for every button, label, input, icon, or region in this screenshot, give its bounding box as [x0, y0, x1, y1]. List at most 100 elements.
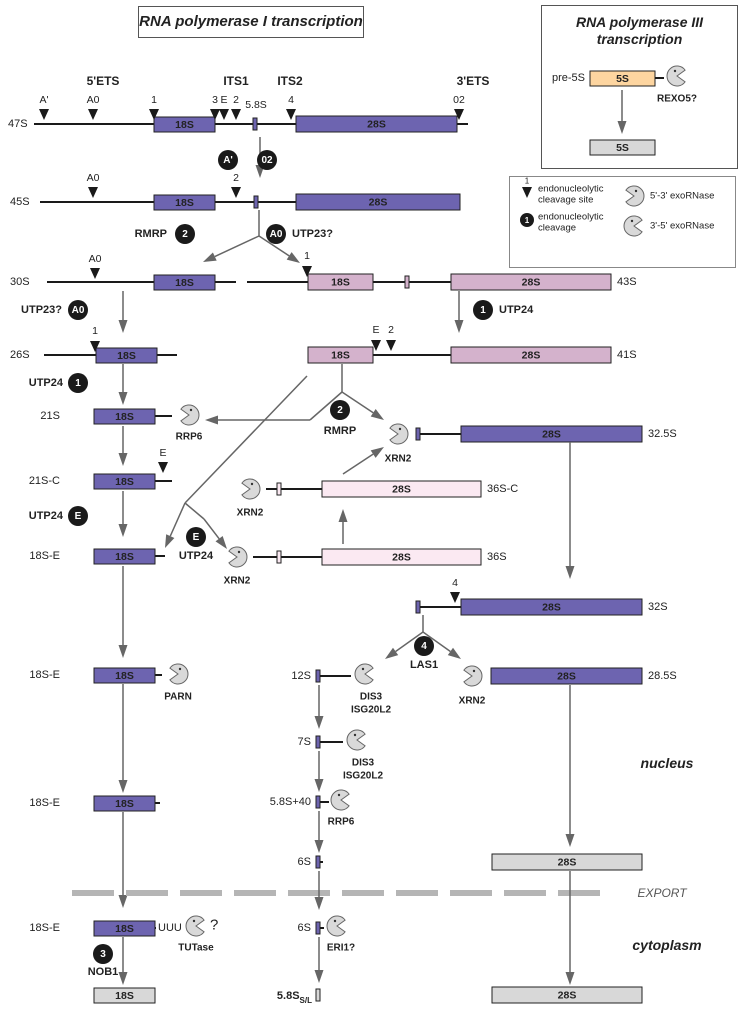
18se-18s-box-3: [93, 795, 156, 812]
label-species-s7-55: 7S: [298, 736, 311, 748]
26s-18s-box: [95, 347, 158, 364]
legend-exo53-eye: [634, 189, 638, 193]
30s-18s-box: [153, 274, 216, 291]
badge-1-41s: [473, 300, 493, 320]
28s-nucleus-box: [491, 853, 643, 871]
badge-e-18se-label: E: [75, 511, 82, 522]
legend-exo35: [623, 215, 643, 237]
label-sites-sE-9: E: [220, 94, 227, 106]
41s-28s-box: [450, 346, 612, 364]
label-sites-s2-10: 2: [233, 94, 239, 106]
45s-18s-box-label: 18S: [175, 197, 194, 209]
label-enzymes-utp24-24: UTP24: [499, 304, 534, 316]
label-species-s45-14: 45S: [10, 196, 30, 208]
dis3-exo-12s-eye: [361, 667, 365, 671]
325s-28s-box: [460, 425, 643, 443]
rrp6-exo-58s-eye: [337, 793, 341, 797]
dis3-exo-12s: [354, 663, 374, 685]
parn-exo: [169, 663, 189, 685]
43s-5-8s: [404, 275, 410, 289]
label-enzymes-rmrp-17: RMRP: [135, 228, 167, 240]
label-species-s18E-64: 18S-E: [29, 922, 60, 934]
badge-a0-26s-label: A0: [72, 305, 85, 316]
21s-18s-box-label: 18S: [115, 411, 134, 423]
arrow-285s-28s-head: [565, 834, 575, 847]
tutase-exo: [185, 915, 205, 937]
21sc-e-marker: [158, 462, 168, 473]
285s-28s-box-label: 28S: [557, 671, 576, 683]
arrow-21s-21sc-head: [118, 453, 128, 466]
label-enzymes-utp24-30: UTP24: [29, 377, 64, 389]
arrow-6s-cyto-head: [314, 897, 324, 910]
diag-41s-to-36s: [184, 375, 308, 504]
45s-2-marker: [231, 187, 241, 198]
label-species-s6-68: 6S: [298, 922, 311, 934]
45s-28s-box: [295, 193, 461, 211]
legend-exo35-eye: [630, 219, 634, 223]
final-5s-box-label: 5S: [616, 142, 629, 154]
label-legend-endo_site_2-77: cleavage site: [538, 195, 593, 206]
label-sites-s02-12: 02: [453, 94, 465, 106]
47s-site-marker-2: [149, 109, 159, 120]
arrow-split-18se-head: [165, 534, 175, 548]
18se-18s-box-2: [93, 667, 156, 684]
47s-site-marker-6: [286, 109, 296, 120]
21sc-18s-box: [93, 473, 156, 490]
18se-18s-box-3-label: 18S: [115, 798, 134, 810]
label-species-uuu-65: UUU: [158, 922, 182, 934]
47s-18s-box-label: 18S: [175, 119, 194, 131]
badge-a0-26s: [68, 300, 88, 320]
36sc-5-8s: [276, 482, 282, 496]
arrow-18se-parn-head: [118, 645, 128, 658]
325s-5-8s: [415, 427, 421, 441]
final-5-8s: [315, 988, 321, 1002]
36s-28s-box-label: 28S: [392, 552, 411, 564]
label-species-s18E-48: 18S-E: [29, 669, 60, 681]
xrn2-exo-36s-eye: [237, 550, 241, 554]
arrow-58s40-6s-head: [314, 840, 324, 853]
xrn2-exo-36s: [228, 546, 248, 568]
label-regions-export-63: EXPORT: [637, 886, 688, 900]
rrp6-exo-21s-eye: [189, 408, 193, 412]
badge-4: [414, 636, 434, 656]
label-species-s21-32: 21S: [40, 410, 60, 422]
arrow-30s-26s-head: [118, 320, 128, 333]
final-18s-box-label: 18S: [115, 990, 134, 1002]
dis3-exo-7s-eye: [353, 733, 357, 737]
label-regions-its1-1: ITS1: [223, 74, 249, 88]
32s-28s-box: [460, 598, 643, 616]
47s-site-marker-1: [88, 109, 98, 120]
xrn2-exo-325s-eye: [398, 427, 402, 431]
badge-02: [257, 150, 277, 170]
arrow-36s-36sc-head: [338, 509, 348, 522]
badge-a0-utp23: [266, 224, 286, 244]
label-enzymes-parn-49: PARN: [164, 692, 192, 703]
label-sites-s1-21: 1: [304, 250, 310, 262]
final-18s-box: [93, 987, 156, 1004]
arrow-43s-41s-head: [454, 320, 464, 333]
badge-e-split-label: E: [193, 532, 200, 543]
label-species-s26-25: 26S: [10, 349, 30, 361]
45s-28s-box-label: 28S: [369, 197, 388, 209]
split-41s-left-diag: [309, 391, 343, 421]
47s-site-marker-0: [39, 109, 49, 120]
12s-5-8s: [315, 669, 321, 683]
41s-18s-box-label: 18S: [331, 350, 350, 362]
badge-4-label: 4: [421, 641, 427, 652]
36sc-28s-box: [321, 480, 482, 498]
label-enzymes-isg20l2-57: ISG20L2: [343, 771, 383, 782]
badge-3: [93, 944, 113, 964]
label-sites-s1-7: 1: [151, 94, 157, 106]
pol1-title: RNA polymerase I transcription: [139, 13, 363, 30]
badge-02-label: 02: [261, 155, 273, 166]
label-species-s325-34: 32.5S: [648, 428, 677, 440]
6s-nuc-5-8s: [315, 855, 321, 869]
legend-badge: [520, 213, 534, 227]
58s40-5-8s: [315, 795, 321, 809]
dis3-exo-7s: [346, 729, 366, 751]
label-enzymes-tutase-67: TUTase: [178, 943, 214, 954]
label-sites-s3-8: 3: [212, 94, 218, 106]
rrp6-exo-58s: [330, 789, 350, 811]
label-sites-s4-45: 4: [452, 577, 458, 589]
label-species-s12-50: 12S: [291, 670, 311, 682]
